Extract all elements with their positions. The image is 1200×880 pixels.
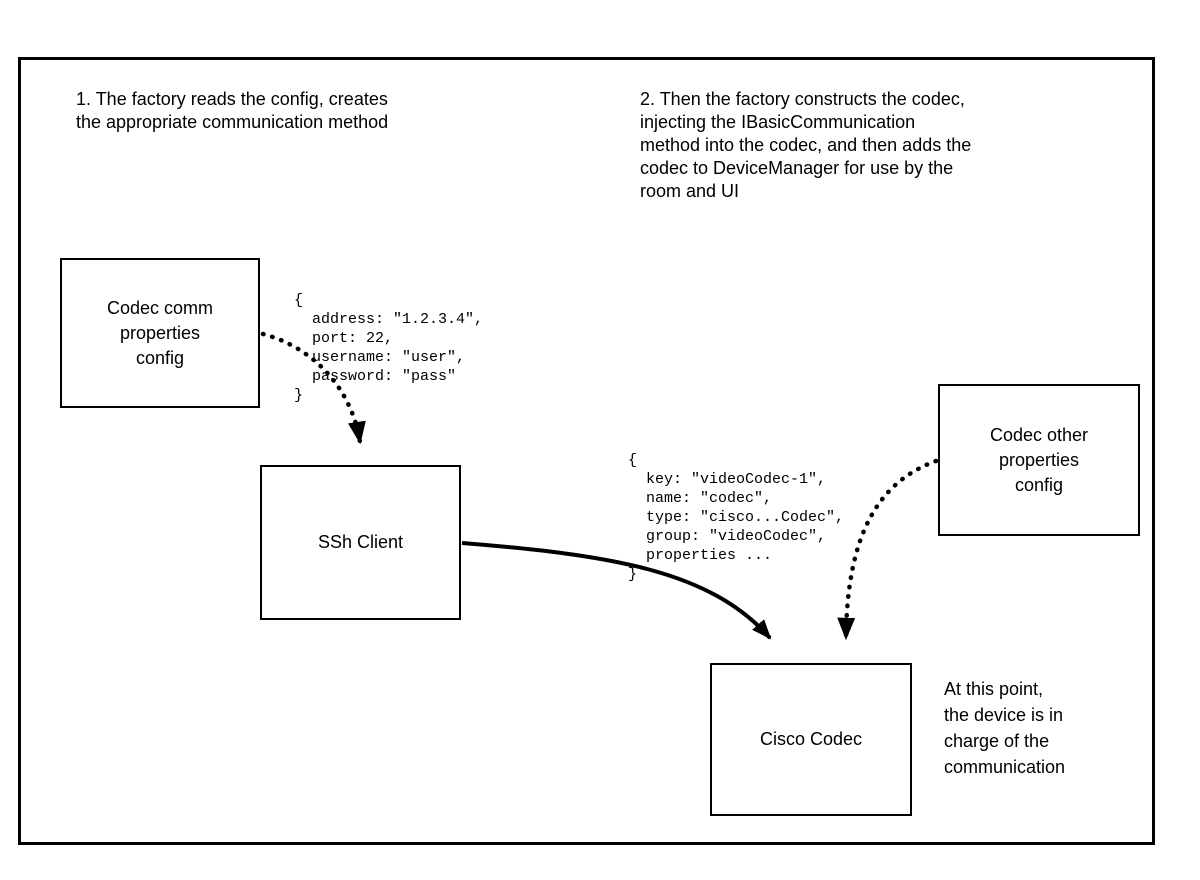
box-ssh-client-label: SSh Client (317, 532, 404, 552)
note-step2: 2. Then the factory constructs the codec… (640, 89, 972, 201)
box-codec-other-properties-config: Codec other properties config (938, 384, 1140, 536)
box-ssh-client: SSh Client (260, 465, 461, 620)
note-step1: 1. The factory reads the config, creates… (76, 89, 389, 132)
diagram-border (18, 57, 1155, 845)
box-cisco-codec: Cisco Codec (710, 663, 912, 816)
box-codec-comm-properties-config: Codec comm properties config (60, 258, 260, 408)
box-cisco-codec-label: Cisco Codec (759, 729, 863, 749)
note-at-this-point: At this point, the device is in charge o… (944, 679, 1066, 777)
box-codec-comm-properties-config-label: Codec comm properties config (106, 297, 214, 368)
box-codec-other-properties-config-label: Codec other properties config (989, 424, 1089, 495)
code-snippet-codec-properties: { key: "videoCodec-1", name: "codec", ty… (628, 452, 845, 583)
code-snippet-comm-properties: { address: "1.2.3.4", port: 22, username… (294, 292, 484, 404)
